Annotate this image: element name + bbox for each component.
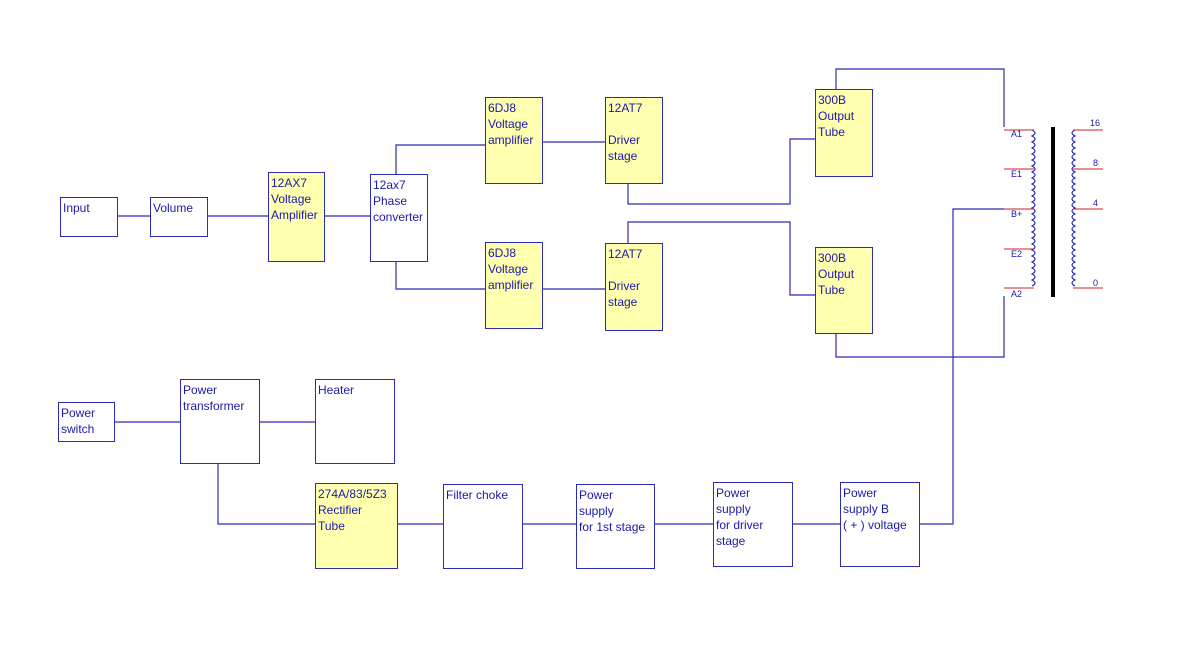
heater-block: Heater [315,379,395,464]
tap-label-e1: E1 [1011,169,1023,179]
300b-bottom-block: 300B Output Tube [815,247,873,334]
tap-label-8: 8 [1093,158,1099,168]
12at7-top-block: 12AT7 Driver stage [605,97,663,184]
power-switch-block: Power switch [58,402,115,442]
12ax7-voltage-amplifier-block: 12AX7 Voltage Amplifier [268,172,325,262]
rectifier-tube-block: 274A/83/5Z3 Rectifier Tube [315,483,398,569]
12at7-bottom-block: 12AT7 Driver stage [605,243,663,331]
filter-choke-block: Filter choke [443,484,523,569]
volume-block: Volume [150,197,208,237]
tap-label-b-plus: B+ [1011,209,1023,219]
300b-top-block: 300B Output Tube [815,89,873,177]
power-supply-driver-stage-block: Power supply for driver stage [713,482,793,567]
6dj8-top-block: 6DJ8 Voltage amplifier [485,97,543,184]
tap-label-16: 16 [1090,118,1101,128]
power-supply-1st-stage-block: Power supply for 1st stage [576,484,655,569]
power-transformer-block: Power transformer [180,379,260,464]
power-supply-b-block: Power supply B ( + ) voltage [840,482,920,567]
tap-label-e2: E2 [1011,249,1023,259]
tap-label-a1: A1 [1011,129,1023,139]
6dj8-bottom-block: 6DJ8 Voltage amplifier [485,242,543,329]
phase-converter-block: 12ax7 Phase converter [370,174,428,262]
tap-label-4: 4 [1093,198,1099,208]
tap-label-a2: A2 [1011,289,1023,299]
input-block: Input [60,197,118,237]
tap-label-0: 0 [1093,278,1099,288]
